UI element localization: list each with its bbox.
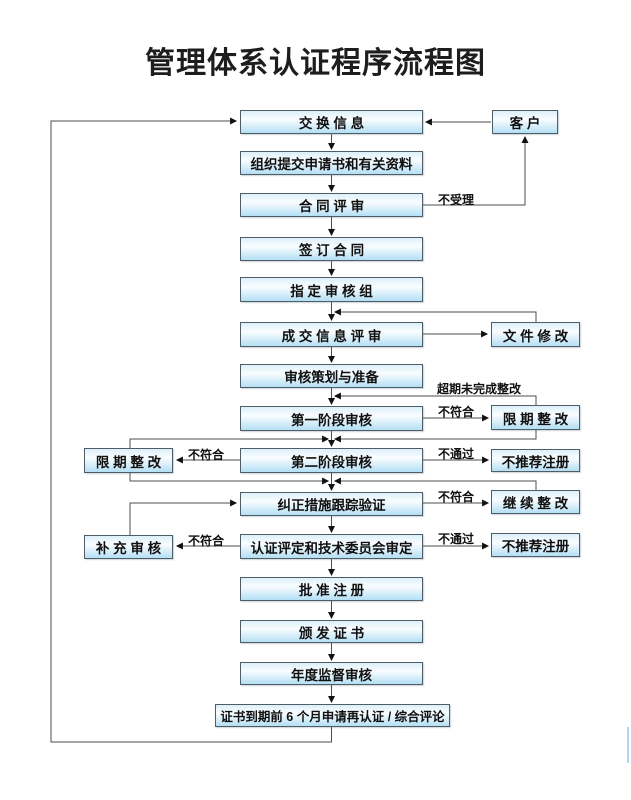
node-assign-audit-team: 指 定 审 核 组 xyxy=(240,277,423,302)
node-corrective-action-verification: 纠正措施跟踪验证 xyxy=(240,492,423,516)
edge-label-stage1-nonconforming: 不符合 xyxy=(438,405,475,419)
line-overdue-return-to-stage1 xyxy=(333,392,537,405)
line-rectify-left-to-stage2 xyxy=(129,435,330,448)
edge-label-overdue-rectification: 超期未完成整改 xyxy=(437,382,522,396)
line-recert-feedback-to-exchange xyxy=(50,117,332,743)
edge-label-corrective-nonconforming: 不符合 xyxy=(438,490,475,504)
node-annual-surveillance-audit: 年度监督审核 xyxy=(240,662,423,685)
line-rectify-left-to-corrective xyxy=(129,473,330,485)
node-stage2-audit: 第二阶段审核 xyxy=(240,448,423,473)
node-document-modification: 文 件 修 改 xyxy=(491,322,580,347)
node-customer: 客 户 xyxy=(492,110,558,134)
node-deadline-rectification-right: 限 期 整 改 xyxy=(491,405,580,430)
node-certification-evaluation: 认证评定和技术委员会审定 xyxy=(240,534,423,559)
page-title: 管理体系认证程序流程图 xyxy=(145,47,486,80)
node-continue-rectification: 继 续 整 改 xyxy=(491,490,580,514)
line-rectify-right-to-stage2 xyxy=(333,430,537,443)
node-audit-planning: 审核策划与准备 xyxy=(240,364,423,388)
line-continue-to-corrective xyxy=(333,477,537,490)
node-exchange-info: 交 换 信 息 xyxy=(240,110,423,134)
line-docmod-return-to-transaction xyxy=(333,308,537,322)
node-recertification: 证书到期前 6 个月申请再认证 / 综合评论 xyxy=(215,704,450,727)
edge-label-not-accepted: 不受理 xyxy=(438,193,475,207)
node-deadline-rectification-left: 限 期 整 改 xyxy=(84,448,173,473)
node-contract-review: 合 同 评 审 xyxy=(240,193,423,217)
node-stage1-audit: 第一阶段审核 xyxy=(240,406,423,431)
node-sign-contract: 签 订 合 同 xyxy=(240,237,423,261)
edge-label-stage2-nonconforming: 不符合 xyxy=(188,448,225,462)
edge-label-evaluation-fail: 不通过 xyxy=(438,532,475,546)
node-transaction-info-review: 成 交 信 息 评 审 xyxy=(240,322,423,347)
node-not-recommend-registration-2: 不推荐注册 xyxy=(491,533,580,557)
node-submit-application: 组织提交申请书和有关资料 xyxy=(240,151,423,175)
edge-label-evaluation-nonconforming: 不符合 xyxy=(188,534,225,548)
node-issue-certificate: 颁 发 证 书 xyxy=(240,620,423,643)
page-edge-artifact xyxy=(627,727,629,763)
line-contract-not-accepted-to-customer xyxy=(423,135,529,206)
edge-label-stage2-fail: 不通过 xyxy=(438,447,475,461)
node-supplementary-audit: 补 充 审 核 xyxy=(84,535,173,559)
node-approve-registration: 批 准 注 册 xyxy=(240,577,423,601)
line-supplementary-to-corrective xyxy=(129,499,238,535)
node-not-recommend-registration-1: 不推荐注册 xyxy=(491,449,580,472)
